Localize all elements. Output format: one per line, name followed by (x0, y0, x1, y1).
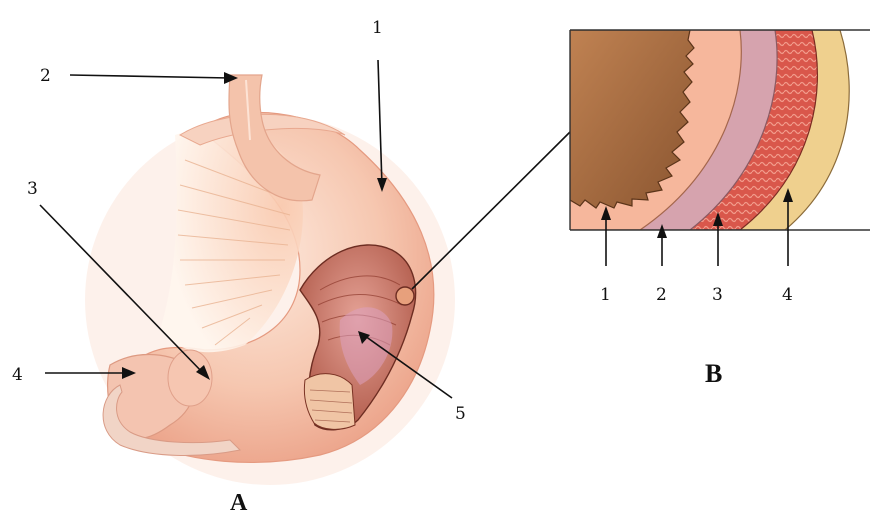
label-b-3: 3 (712, 285, 723, 305)
label-b-1: 1 (600, 285, 611, 305)
label-a-5: 5 (455, 404, 466, 424)
label-a-4: 4 (12, 365, 23, 385)
label-a-1: 1 (372, 18, 383, 38)
label-b-2: 2 (656, 285, 667, 305)
caption-b: B (705, 359, 722, 388)
panel-b: 1 2 3 4 B (570, 30, 870, 388)
pointer-2 (70, 72, 238, 84)
label-a-2: 2 (40, 66, 51, 86)
pointer-4 (45, 367, 136, 379)
magnify-circle (396, 287, 414, 305)
caption-a: A (230, 490, 248, 515)
panel-a: 1 2 3 4 5 A (12, 18, 572, 515)
zoom-connector (412, 130, 572, 289)
label-b-4: 4 (782, 285, 793, 305)
label-a-3: 3 (27, 179, 38, 199)
